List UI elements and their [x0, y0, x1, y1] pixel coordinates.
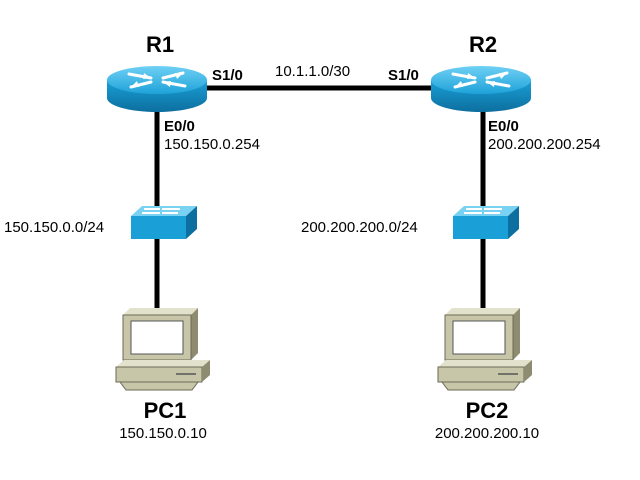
r1-eth-label: E0/0	[164, 118, 195, 135]
r1-eth-ip: 150.150.0.254	[164, 136, 260, 153]
pc2-ip: 200.200.200.10	[435, 425, 539, 442]
router-r2-icon[interactable]	[429, 64, 533, 114]
r2-serial-label: S1/0	[388, 67, 419, 84]
router-r1-icon[interactable]	[105, 64, 209, 114]
router-r1-name: R1	[146, 32, 174, 57]
pc2-name: PC2	[466, 398, 509, 423]
switch-2-icon[interactable]	[452, 205, 520, 240]
lan1-subnet-label: 150.150.0.0/24	[4, 219, 104, 236]
pc1-icon[interactable]	[115, 307, 211, 391]
router-r2-name: R2	[469, 32, 497, 57]
switch-1-icon[interactable]	[130, 205, 198, 240]
pc2-icon[interactable]	[437, 307, 533, 391]
r2-eth-label: E0/0	[488, 118, 519, 135]
r2-eth-ip: 200.200.200.254	[488, 136, 601, 153]
wan-subnet-label: 10.1.1.0/30	[275, 63, 350, 80]
lan2-subnet-label: 200.200.200.0/24	[301, 219, 418, 236]
r1-serial-label: S1/0	[212, 67, 243, 84]
pc1-ip: 150.150.0.10	[119, 425, 207, 442]
pc1-name: PC1	[144, 398, 187, 423]
